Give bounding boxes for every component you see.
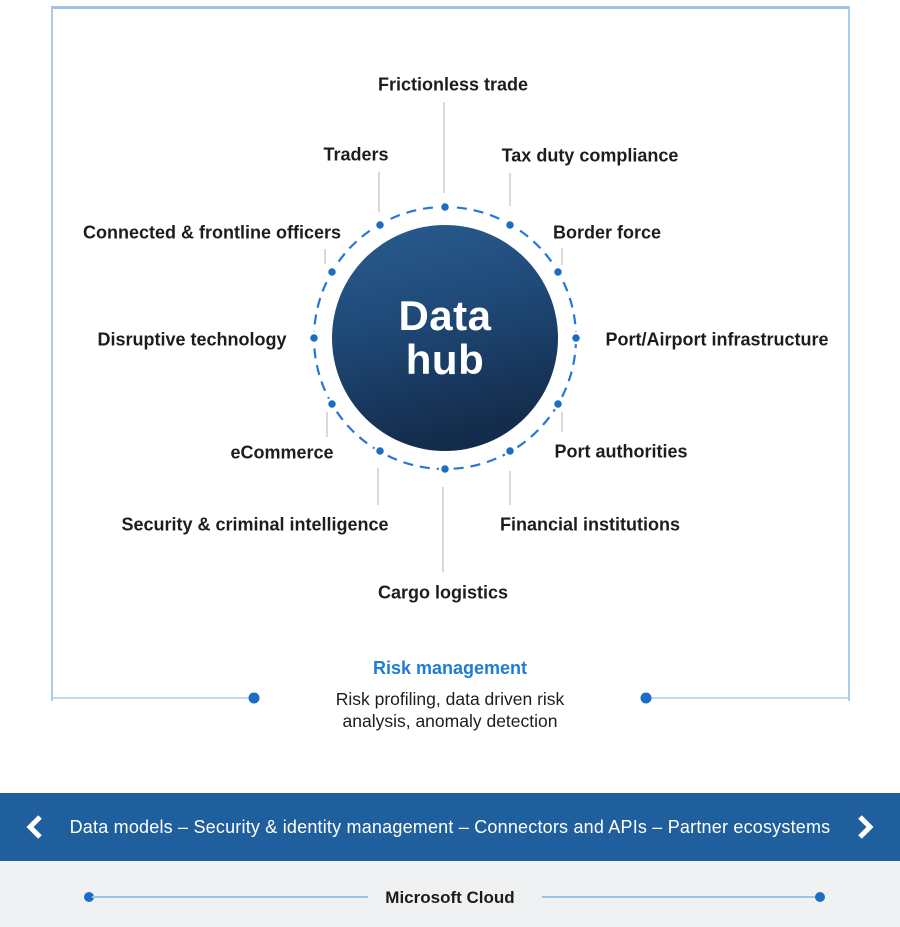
spoke-label-port-airport-infrastructure: Port/Airport infrastructure [605, 329, 829, 350]
spoke-label-financial-institutions: Financial institutions [499, 514, 681, 535]
banner-text: Data models – Security & identity manage… [69, 816, 831, 837]
footer-left-line [92, 896, 368, 898]
hub-title-line2: hub [405, 336, 485, 383]
spoke-label-border-force: Border force [552, 222, 662, 243]
microsoft-cloud-bar: Microsoft Cloud [0, 861, 900, 927]
platform-banner: Data models – Security & identity manage… [0, 793, 900, 861]
frame-left-end-dot [248, 692, 260, 704]
spoke-label-connected-frontline-officers: Connected & frontline officers [82, 222, 342, 243]
frame-right-end-dot [640, 692, 652, 704]
risk-description-line1: Risk profiling, data driven risk [335, 689, 565, 709]
spoke-label-traders: Traders [323, 144, 389, 165]
hub-title: Data hub [345, 294, 545, 382]
chevron-left-icon [26, 815, 42, 839]
footer-right-line [542, 896, 818, 898]
spoke-label-port-authorities: Port authorities [554, 441, 688, 462]
footer-left-dot [84, 892, 94, 902]
microsoft-cloud-label: Microsoft Cloud [385, 888, 515, 907]
spoke-label-frictionless-trade: Frictionless trade [377, 74, 529, 95]
chevron-right-icon [858, 815, 874, 839]
spoke-label-ecommerce: eCommerce [230, 442, 334, 463]
spoke-label-security-criminal-intelligence: Security & criminal intelligence [121, 514, 389, 535]
diagram-frame [51, 6, 850, 701]
spoke-label-cargo-logistics: Cargo logistics [377, 582, 509, 603]
hub-ring-graphic [52, 102, 848, 704]
risk-description-line2: analysis, anomaly detection [342, 711, 558, 731]
hub-diagram: Data hub Frictionless trade Tax duty com… [0, 6, 900, 732]
hub-title-line1: Data [398, 292, 492, 339]
spoke-label-disruptive-technology: Disruptive technology [97, 329, 287, 350]
footer-right-dot [815, 892, 825, 902]
risk-title: Risk management [372, 658, 528, 678]
risk-description: Risk profiling, data driven risk analysi… [0, 688, 900, 732]
hub-circle [332, 225, 558, 451]
spoke-label-tax-duty-compliance: Tax duty compliance [501, 145, 679, 166]
risk-management-note: Risk management Risk profiling, data dri… [0, 658, 900, 732]
